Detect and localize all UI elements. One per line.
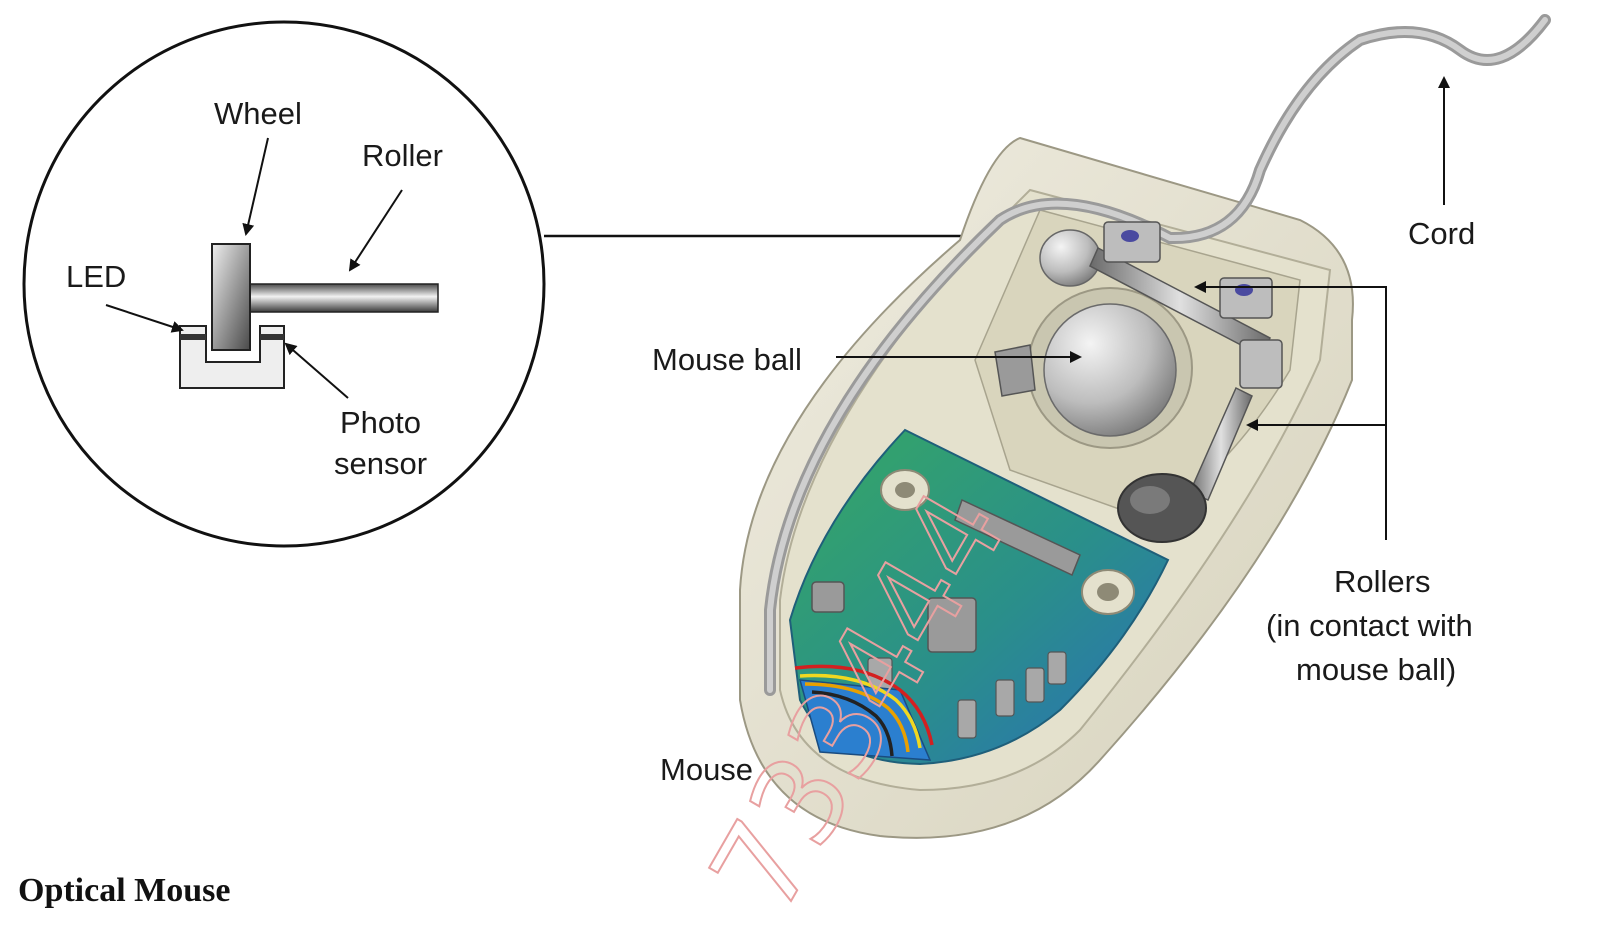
board-chip-4 <box>958 700 976 738</box>
board-chip-5 <box>996 680 1014 716</box>
right-roller-bracket-top <box>1220 278 1272 318</box>
top-roller-wheel <box>1040 230 1100 286</box>
mouse-ball-label: Mouse ball <box>652 342 802 377</box>
rollers-label-line3: mouse ball) <box>1296 652 1456 687</box>
photo-sensor-label-line1: Photo <box>340 405 421 440</box>
top-roller-bracket <box>1104 222 1160 262</box>
right-roller-bracket-mid <box>1240 340 1282 388</box>
roller-label: Roller <box>362 138 443 173</box>
rollers-label-line2: (in contact with <box>1266 608 1473 643</box>
mouse-ball <box>1044 304 1176 436</box>
wheel-disc <box>212 244 250 350</box>
cord-label: Cord <box>1408 216 1475 251</box>
photo-sensor-element <box>260 334 284 340</box>
rollers-label-line1: Rollers <box>1334 564 1430 599</box>
roller-shaft <box>250 284 438 312</box>
led-label: LED <box>66 259 126 294</box>
ball-guide-block <box>995 345 1035 396</box>
wheel-label: Wheel <box>214 96 302 131</box>
caption-title: Optical Mouse <box>18 872 230 910</box>
photo-sensor-label-line2: sensor <box>334 446 427 481</box>
led-element <box>180 334 206 340</box>
board-chip-6 <box>1026 668 1044 702</box>
board-chip-7 <box>1048 652 1066 684</box>
